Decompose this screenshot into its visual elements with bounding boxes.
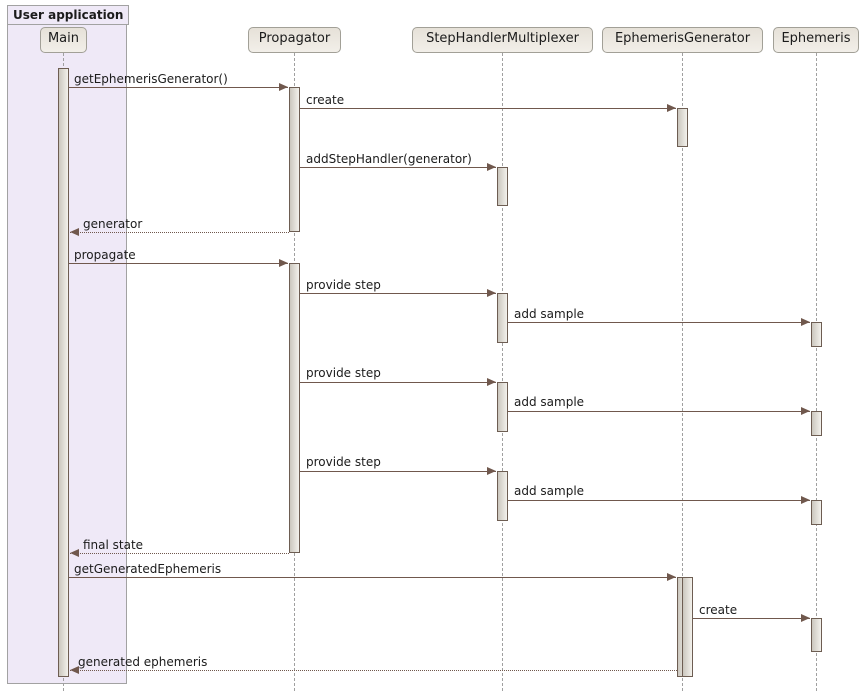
arrow-head-right bbox=[801, 407, 810, 415]
lifeline-ephemerisgenerator bbox=[682, 53, 683, 691]
arrow-head-right bbox=[279, 259, 288, 267]
participant-ephemerisgenerator[interactable]: EphemerisGenerator bbox=[602, 27, 763, 53]
activation-bar-ephemeris bbox=[811, 618, 822, 652]
arrow-head-right bbox=[279, 83, 288, 91]
arrow-head-left bbox=[70, 666, 79, 674]
arrow-head-right bbox=[801, 318, 810, 326]
message-label: provide step bbox=[306, 278, 381, 292]
activation-bar-ephemerisgenerator bbox=[682, 577, 693, 677]
activation-bar-stephandlermultiplexer bbox=[497, 293, 508, 343]
message-label: generated ephemeris bbox=[78, 655, 208, 669]
message-line-10 bbox=[508, 500, 810, 501]
activation-bar-stephandlermultiplexer bbox=[497, 471, 508, 521]
arrow-head-left bbox=[70, 549, 79, 557]
message-line-9 bbox=[300, 471, 496, 472]
message-line-0 bbox=[69, 87, 288, 88]
arrow-head-right bbox=[487, 163, 496, 171]
message-line-5 bbox=[300, 293, 496, 294]
message-line-7 bbox=[300, 382, 496, 383]
arrow-head-right bbox=[487, 289, 496, 297]
activation-bar-ephemerisgenerator bbox=[677, 108, 688, 147]
group-title-user-application: User application bbox=[7, 5, 130, 25]
arrow-head-right bbox=[801, 496, 810, 504]
arrow-head-right bbox=[667, 104, 676, 112]
message-line-4 bbox=[69, 263, 288, 264]
message-line-11 bbox=[70, 553, 289, 554]
participant-ephemeris[interactable]: Ephemeris bbox=[773, 27, 859, 53]
activation-bar-stephandlermultiplexer bbox=[497, 382, 508, 432]
message-label: provide step bbox=[306, 455, 381, 469]
arrow-head-right bbox=[801, 614, 810, 622]
participant-stephandlermultiplexer[interactable]: StepHandlerMultiplexer bbox=[412, 27, 593, 53]
activation-bar-propagator bbox=[289, 87, 300, 232]
message-label: final state bbox=[83, 538, 144, 552]
activation-bar-ephemeris bbox=[811, 411, 822, 436]
participant-label: Main bbox=[47, 31, 80, 46]
message-label: getGeneratedEphemeris bbox=[74, 562, 222, 576]
activation-bar-ephemeris bbox=[811, 500, 822, 525]
participant-label: EphemerisGenerator bbox=[614, 31, 751, 46]
participant-main[interactable]: Main bbox=[40, 27, 87, 53]
arrow-head-left bbox=[70, 228, 79, 236]
message-line-6 bbox=[508, 322, 810, 323]
lifeline-ephemeris bbox=[816, 53, 817, 691]
message-line-1 bbox=[300, 108, 676, 109]
activation-bar-stephandlermultiplexer bbox=[497, 167, 508, 206]
message-line-12 bbox=[69, 577, 676, 578]
message-label: create bbox=[699, 603, 738, 617]
message-label: provide step bbox=[306, 366, 381, 380]
arrow-head-right bbox=[667, 573, 676, 581]
activation-bar-main bbox=[58, 68, 69, 677]
participant-label: Propagator bbox=[258, 31, 331, 46]
message-label: addStepHandler(generator) bbox=[306, 152, 472, 166]
arrow-head-right bbox=[487, 378, 496, 386]
message-label: add sample bbox=[514, 307, 585, 321]
message-label: getEphemerisGenerator() bbox=[74, 72, 228, 86]
participant-propagator[interactable]: Propagator bbox=[248, 27, 341, 53]
message-line-14 bbox=[70, 670, 677, 671]
message-line-2 bbox=[300, 167, 496, 168]
message-label: create bbox=[306, 93, 345, 107]
message-line-13 bbox=[693, 618, 810, 619]
message-label: propagate bbox=[74, 248, 136, 262]
message-label: add sample bbox=[514, 395, 585, 409]
lifeline-stephandlermultiplexer bbox=[502, 53, 503, 691]
message-line-8 bbox=[508, 411, 810, 412]
message-label: add sample bbox=[514, 484, 585, 498]
arrow-head-right bbox=[487, 467, 496, 475]
participant-label: Ephemeris bbox=[781, 31, 851, 46]
activation-bar-propagator bbox=[289, 263, 300, 553]
activation-bar-ephemeris bbox=[811, 322, 822, 347]
message-line-3 bbox=[70, 232, 289, 233]
message-label: generator bbox=[83, 217, 143, 231]
participant-label: StepHandlerMultiplexer bbox=[426, 31, 579, 46]
